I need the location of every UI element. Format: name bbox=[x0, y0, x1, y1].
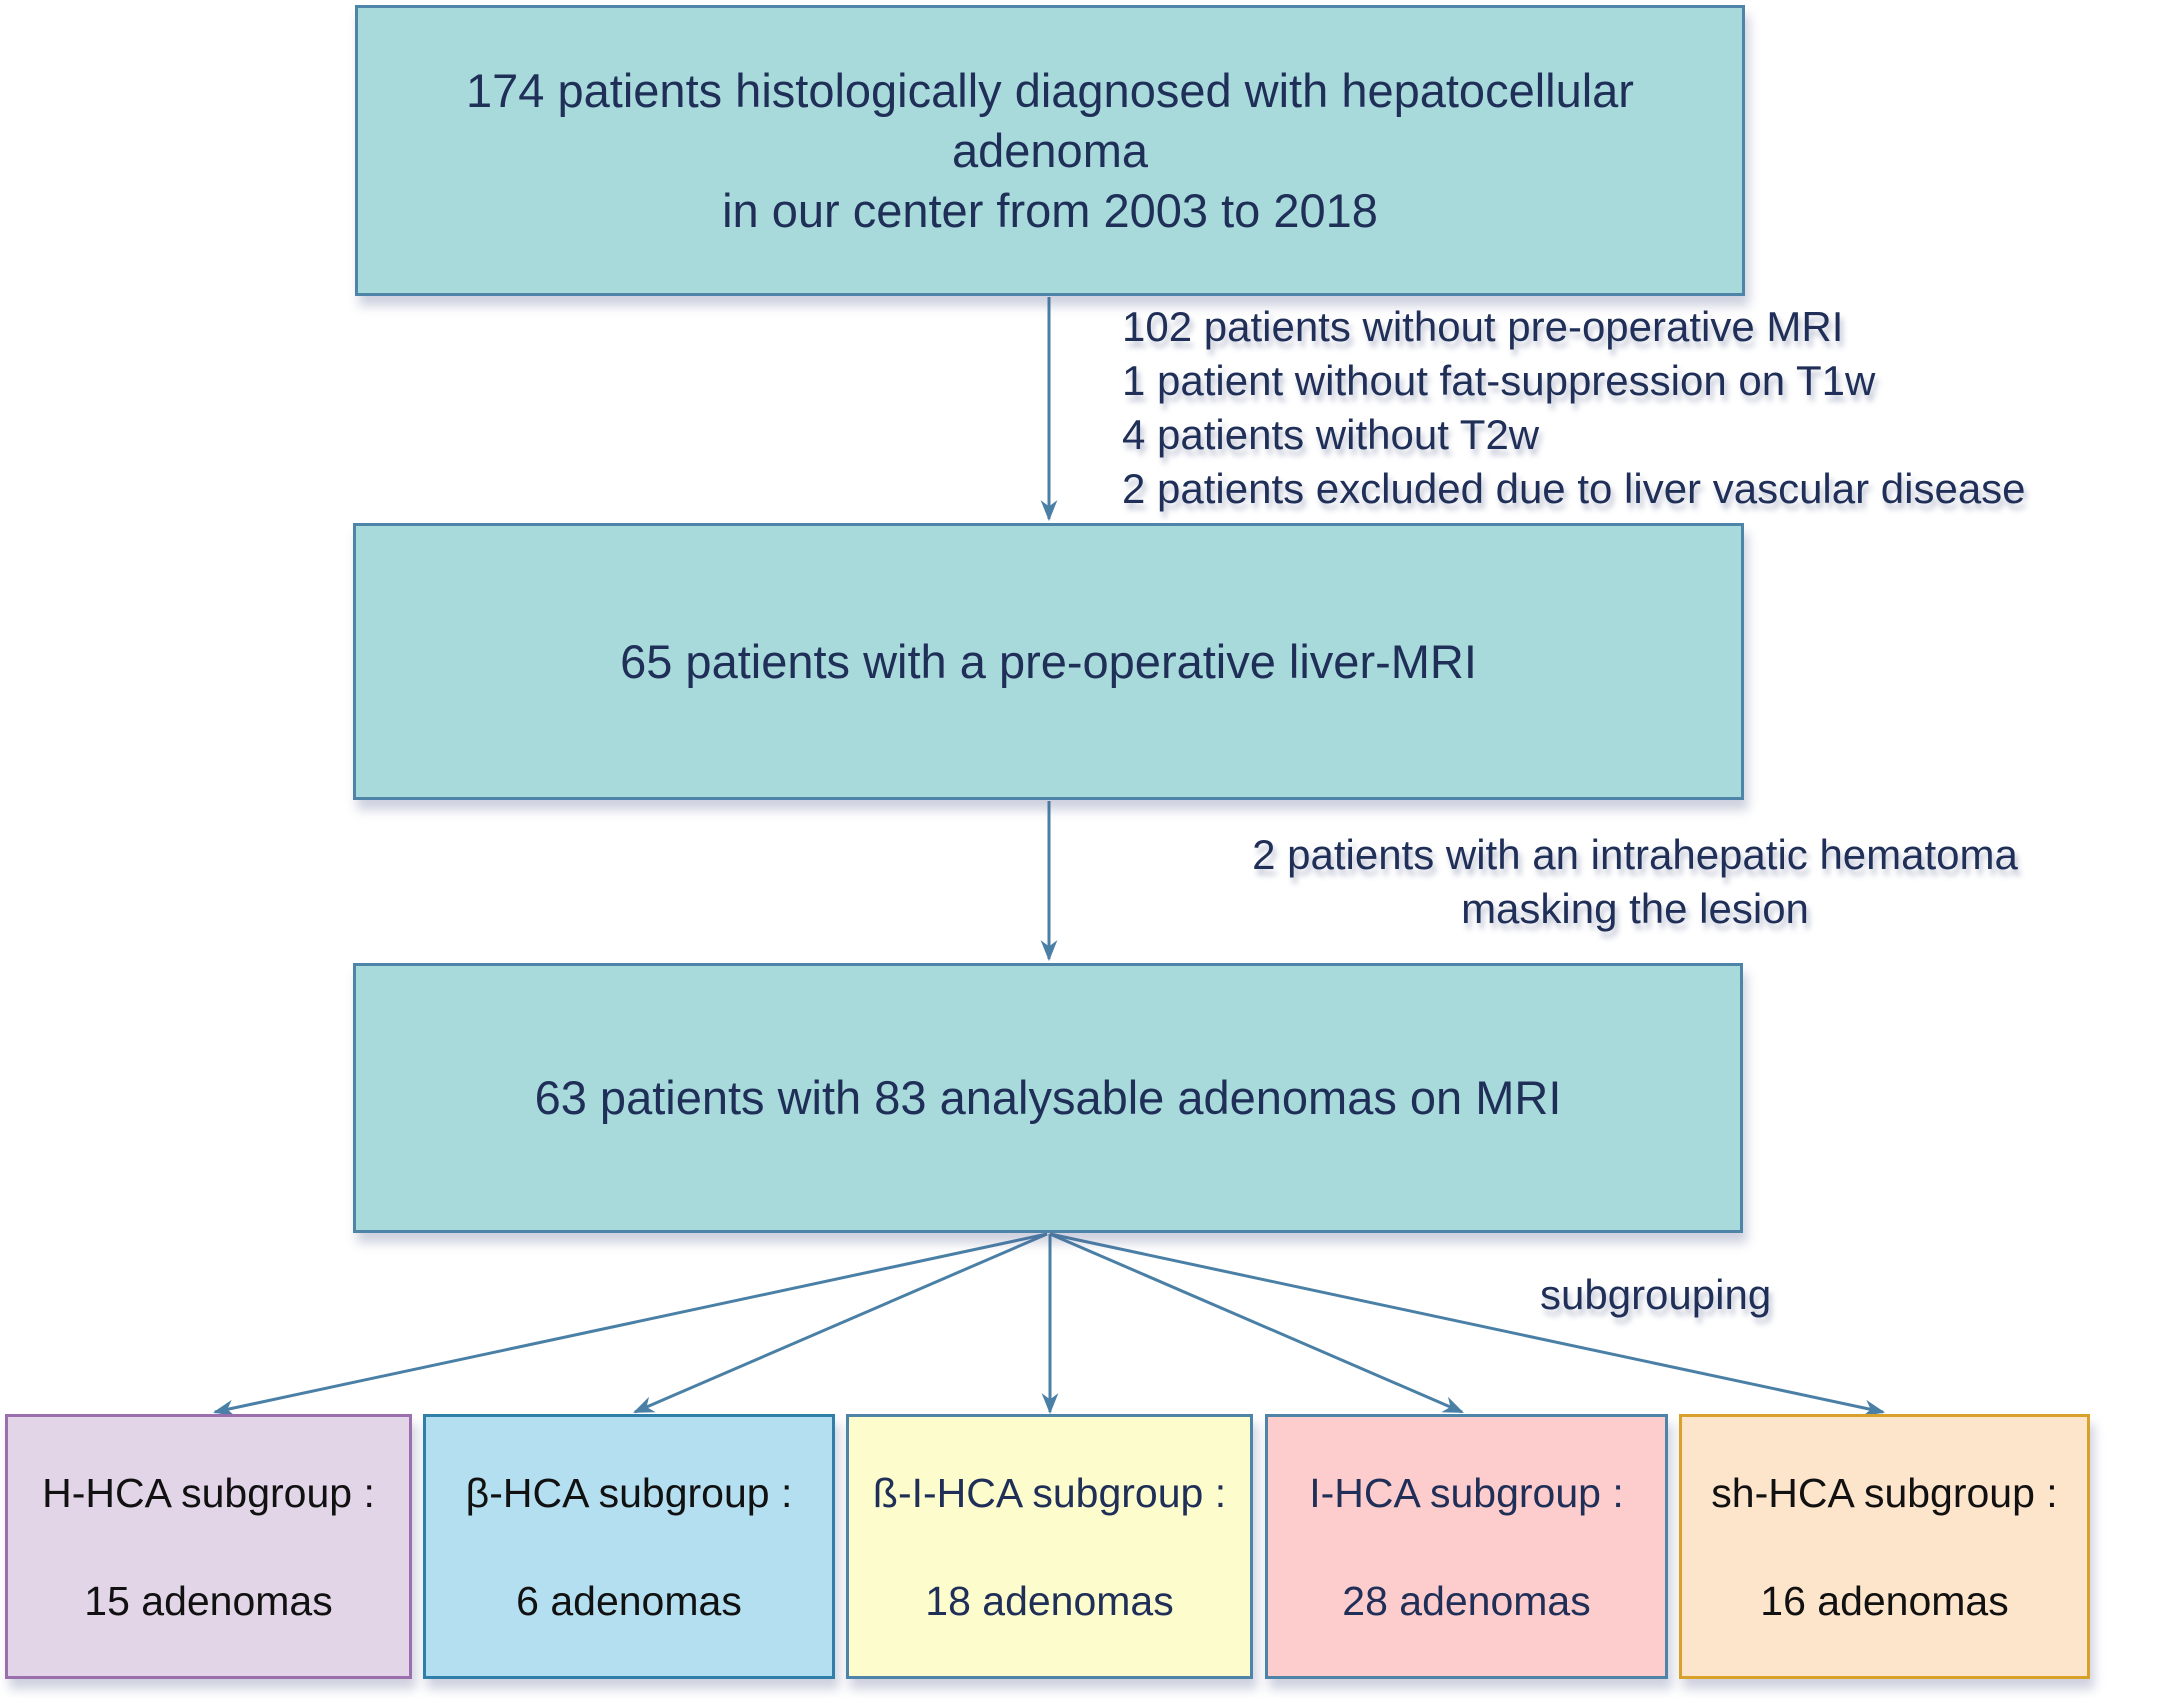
arrow-to-subgroup-2 bbox=[633, 1232, 1048, 1414]
subgroup-box-h-hca: H-HCA subgroup : 15 adenomas bbox=[5, 1414, 412, 1679]
subgroup-count: 15 adenomas bbox=[84, 1577, 333, 1624]
subgrouping-label: subgrouping bbox=[1540, 1271, 1772, 1318]
stage-text: 65 patients with a pre-operative liver-M… bbox=[620, 634, 1477, 688]
exclusion-item: 2 patients with an intrahepatic hematoma bbox=[1252, 831, 2018, 878]
stage-text: 174 patients histologically diagnosed wi… bbox=[466, 63, 1634, 117]
arrow-to-subgroup-4 bbox=[1049, 1232, 1464, 1414]
exclusion-item: 102 patients without pre-operative MRI bbox=[1122, 303, 1844, 350]
subgroup-box-beta-i-hca: ß-I-HCA subgroup : 18 adenomas bbox=[846, 1414, 1253, 1679]
exclusion-item: masking the lesion bbox=[1461, 885, 1809, 932]
subgroup-count: 18 adenomas bbox=[925, 1577, 1174, 1624]
exclusion-item: 4 patients without T2w bbox=[1122, 411, 1540, 458]
exclusion-item: 2 patients excluded due to liver vascula… bbox=[1122, 465, 2026, 512]
subgroup-count: 6 adenomas bbox=[516, 1577, 742, 1624]
subgroup-box-sh-hca: sh-HCA subgroup : 16 adenomas bbox=[1679, 1414, 2090, 1679]
arrow-to-subgroup-5 bbox=[1049, 1232, 1886, 1417]
subgroup-count: 16 adenomas bbox=[1760, 1577, 2009, 1624]
stage-box-initial-cohort: 174 patients histologically diagnosed wi… bbox=[355, 5, 1745, 296]
subgroup-box-beta-hca: β-HCA subgroup : 6 adenomas bbox=[423, 1414, 835, 1679]
stage-text: in our center from 2003 to 2018 bbox=[722, 183, 1378, 237]
exclusion-note-1: 102 patients without pre-operative MRI 1… bbox=[1122, 300, 2026, 516]
stage-text: adenoma bbox=[952, 123, 1148, 177]
subgroup-title: sh-HCA subgroup : bbox=[1711, 1469, 2058, 1516]
stage-text: 63 patients with 83 analysable adenomas … bbox=[534, 1071, 1562, 1124]
subgroup-title: ß-I-HCA subgroup : bbox=[872, 1469, 1227, 1516]
exclusion-note-2: 2 patients with an intrahepatic hematoma… bbox=[1215, 828, 2055, 936]
subgroup-title: H-HCA subgroup : bbox=[42, 1469, 375, 1516]
subgroup-count: 28 adenomas bbox=[1342, 1577, 1591, 1624]
arrow-to-subgroup-1 bbox=[212, 1232, 1048, 1417]
subgroup-title: β-HCA subgroup : bbox=[465, 1469, 793, 1516]
stage-box-mri-cohort: 65 patients with a pre-operative liver-M… bbox=[353, 523, 1744, 800]
subgroup-box-i-hca: I-HCA subgroup : 28 adenomas bbox=[1265, 1414, 1668, 1679]
exclusion-item: 1 patient without fat-suppression on T1w bbox=[1122, 357, 1876, 404]
subgroup-title: I-HCA subgroup : bbox=[1309, 1469, 1624, 1516]
stage-box-analysable-cohort: 63 patients with 83 analysable adenomas … bbox=[353, 963, 1743, 1233]
